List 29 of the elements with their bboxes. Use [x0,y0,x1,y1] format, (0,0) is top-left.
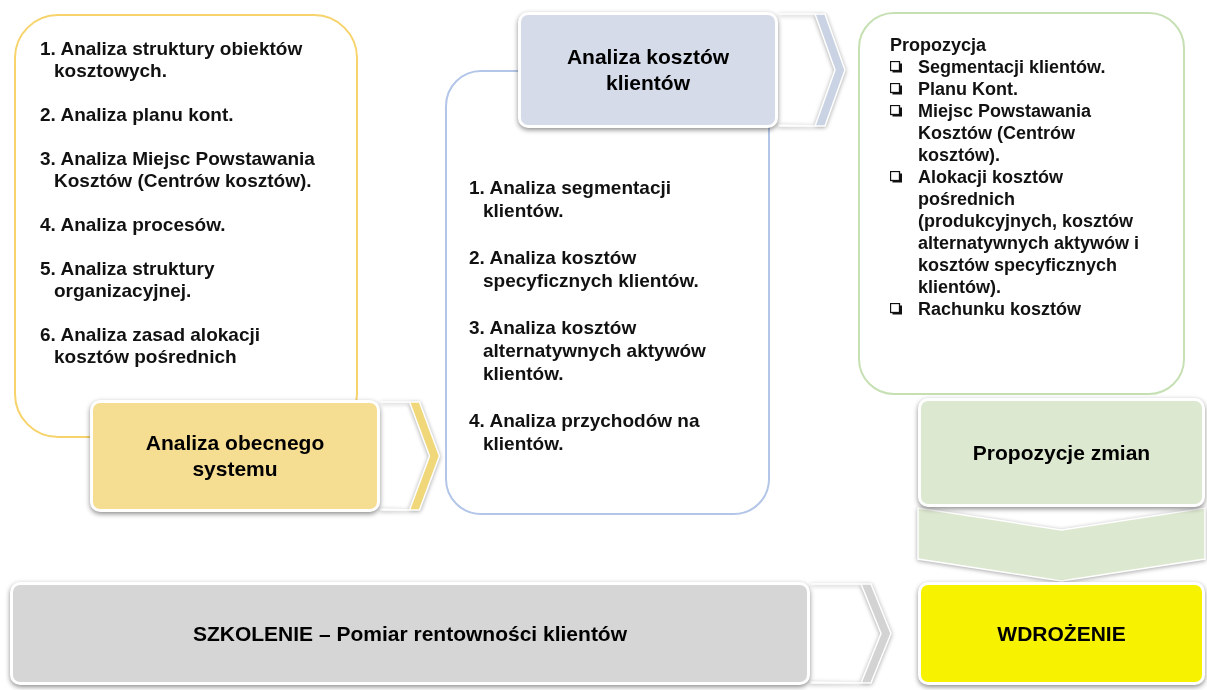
list-item: 2. Analiza planu kont. [40,104,235,126]
panel-box [858,12,1185,395]
list-item: 2. Analiza kosztów specyficznych klientów. [469,246,700,292]
list-item: 3. Analiza kosztów alternatywnych aktywów klientów. [469,316,707,385]
stage-box [918,582,1205,685]
list-heading: Propozycja [890,34,988,56]
list-item: 1. Analiza segmentacji klientów. [469,176,673,222]
list-item: 1. Analiza struktury obiektów kosztowych. [40,38,304,82]
stage-box [90,400,380,512]
stage-title: Propozycje zmian [972,439,1151,466]
list-item: 4. Analiza przychodów na klientów. [469,409,701,455]
list-item: Segmentacji klientów. [918,56,1106,78]
stage-box [918,398,1205,507]
stage-title: Analiza kosztów klientów [565,44,731,96]
list-item: 6. Analiza zasad alokacji kosztów pośrednich [40,324,261,368]
list-item: Alokacji kosztów pośrednich (produkcyjnych, kosztów alternatywnych aktywów i kosztów specyficznych klientów). [918,166,1141,298]
list-item: Planu Kont. [918,78,1018,100]
stage-title: SZKOLENIE – Pomiar rentowności klientów [192,620,628,647]
stage-box [10,582,810,685]
list-item: Miejsc Powstawania Kosztów (Centrów kosztów). [918,100,1093,166]
panel-box [445,70,770,515]
list-item: 3. Analiza Miejsc Powstawania Kosztów (Centrów kosztów). [40,148,316,192]
stage-title: WDROŻENIE [997,620,1126,647]
list-item: 4. Analiza procesów. [40,214,227,236]
list-item: Rachunku kosztów [918,298,1082,320]
stage-title: Analiza obecnego systemu [144,430,326,482]
list-item: 5. Analiza struktury organizacyjnej. [40,258,216,302]
chevron-arrow [917,507,1206,582]
stage-box [518,12,778,128]
